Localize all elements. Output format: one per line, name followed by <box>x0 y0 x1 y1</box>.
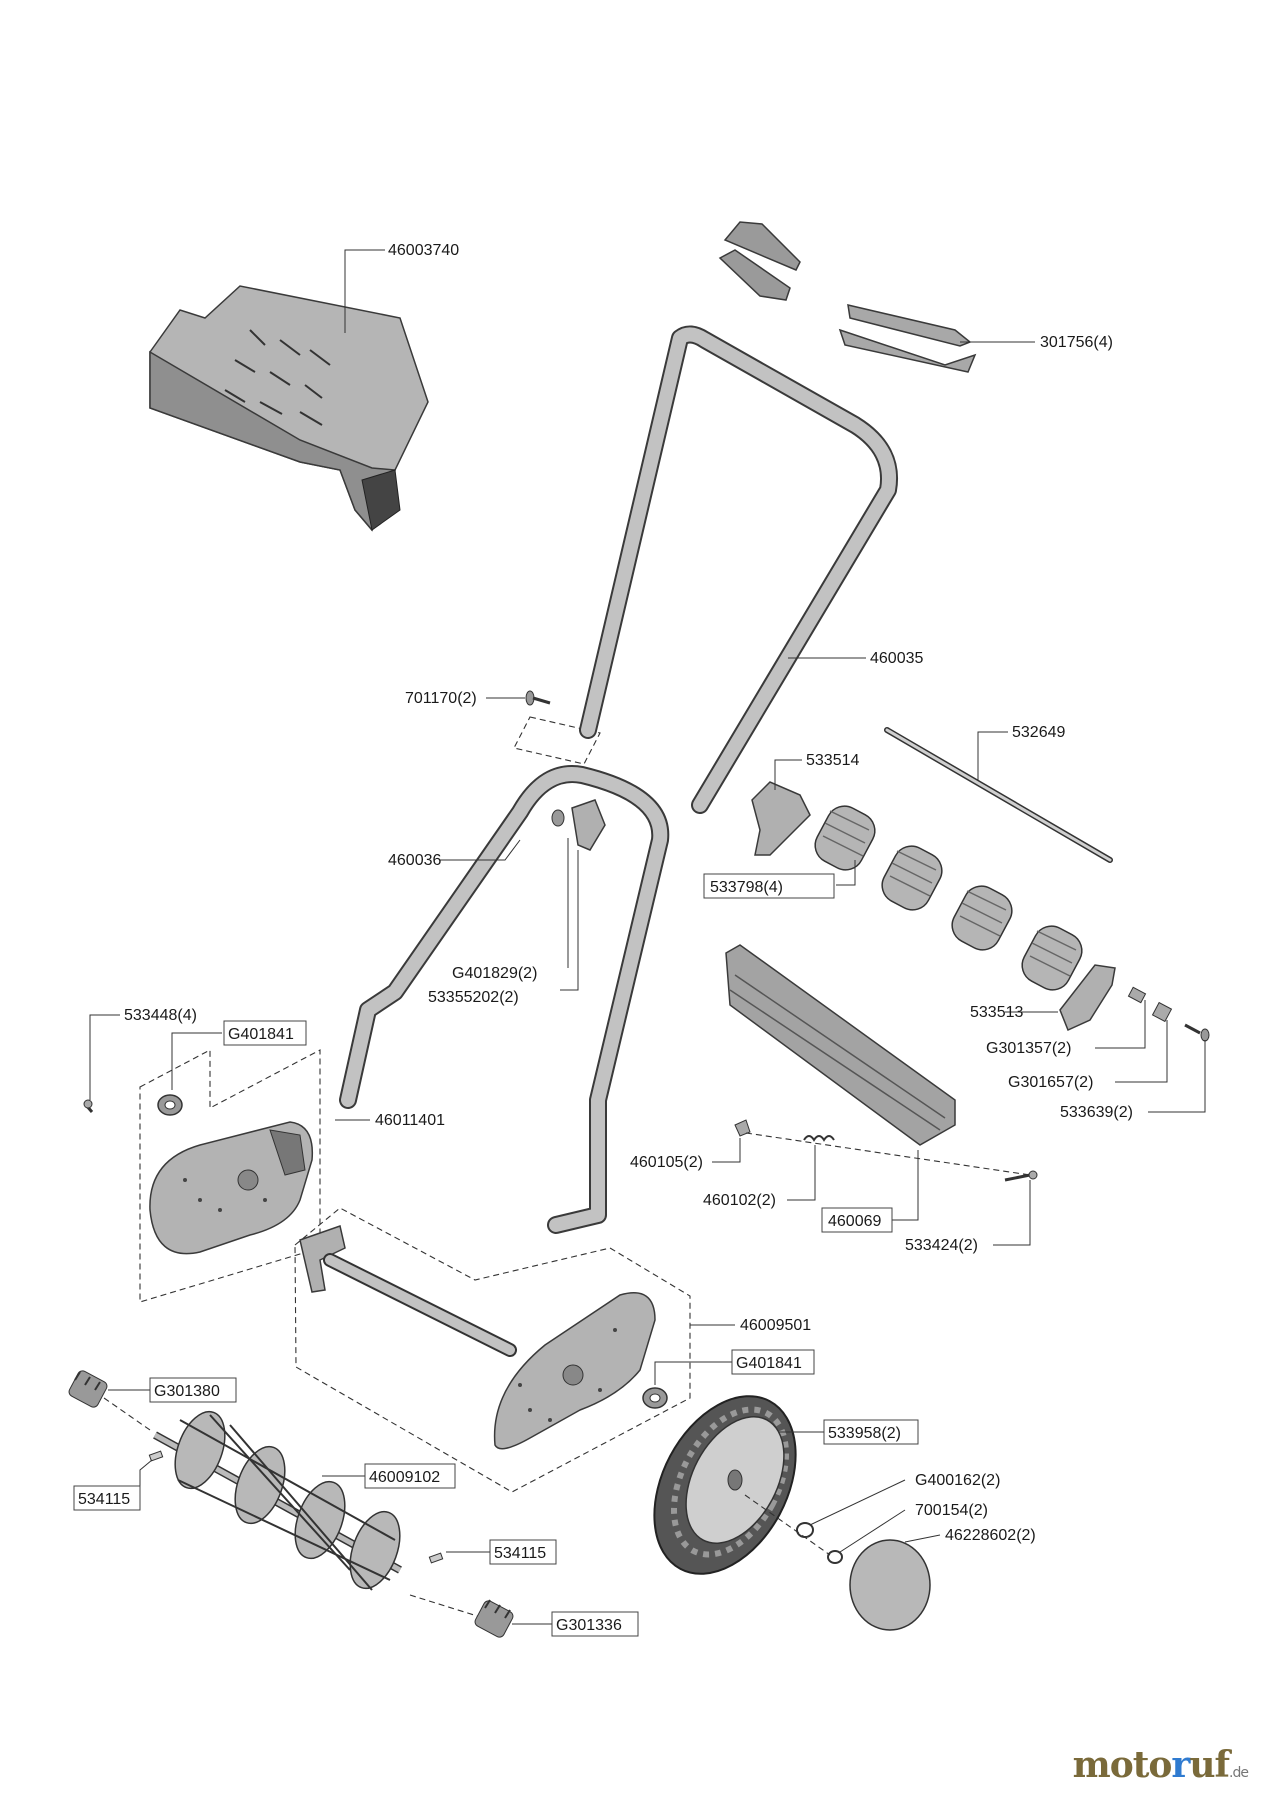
leader-bearing-right <box>654 1361 732 1385</box>
label-adjuster-bolt: 533424(2) <box>905 1237 978 1254</box>
key-left-part <box>148 1450 164 1462</box>
reel-part <box>153 1410 402 1591</box>
leader-grass-box <box>344 249 385 333</box>
roller-bracket-right-part <box>1059 964 1116 1032</box>
label-reel: 46009102 <box>369 1469 440 1486</box>
label-chassis: 46009501 <box>740 1317 811 1334</box>
label-box-pinion-left <box>149 1377 237 1403</box>
label-box-bottom-blade <box>821 1207 893 1233</box>
label-box-wheel <box>823 1419 919 1445</box>
leader-hubcap <box>904 1534 941 1543</box>
leader-screw-b <box>1148 1040 1206 1113</box>
adjuster-parts <box>734 1119 1038 1182</box>
watermark-tld: .de <box>1229 1765 1249 1781</box>
leader-clamp <box>560 850 579 991</box>
bolt-upper-part <box>525 690 551 706</box>
leader-bottom-blade <box>892 1150 919 1221</box>
hubcap-part <box>849 1539 931 1631</box>
leader-roller-segments <box>836 860 856 886</box>
leader-screw-a <box>1095 1000 1146 1049</box>
label-box-pinion-right <box>551 1611 639 1637</box>
label-lower-handle: 460036 <box>388 852 441 869</box>
label-bottom-blade: 460069 <box>828 1213 881 1230</box>
leader-washer-wheel <box>809 1479 906 1526</box>
chassis-assembly-outline <box>294 1207 691 1493</box>
upper-handle-part <box>579 325 898 814</box>
leader-lower-handle <box>440 839 521 861</box>
label-bearing-left: G401841 <box>228 1026 294 1043</box>
handle-grip-parts <box>718 221 977 373</box>
label-side-plate-left: 46011401 <box>375 1112 445 1129</box>
label-hubcap: 46228602(2) <box>945 1527 1036 1544</box>
label-roller-bracket-left: 533514 <box>806 752 859 769</box>
label-roller-segments: 533798(4) <box>710 879 783 896</box>
lower-handle-part <box>339 765 670 1234</box>
bottom-blade-part <box>725 944 956 1146</box>
label-washer-wheel: G400162(2) <box>915 1472 1000 1489</box>
watermark-rest: uf <box>1189 1744 1230 1786</box>
label-rod: 532649 <box>1012 724 1065 741</box>
side-plate-left-part <box>149 1121 314 1255</box>
roller-bracket-left-part <box>751 781 811 856</box>
key-right-part <box>428 1552 444 1564</box>
label-upper-handle: 460035 <box>870 650 923 667</box>
leader-adjuster-nut <box>712 1138 741 1163</box>
clamp-part <box>551 799 606 851</box>
rod-part <box>884 727 1113 863</box>
side-plate-assembly-outline <box>139 1049 321 1303</box>
label-nut-washer: G401829(2) <box>452 965 537 982</box>
label-box-bearing-right <box>731 1349 815 1375</box>
label-pinion-left: G301380 <box>154 1383 220 1400</box>
label-bolt-upper: 701170(2) <box>405 690 477 707</box>
leader-spring <box>787 1145 816 1201</box>
label-clamp: 53355202(2) <box>428 989 519 1006</box>
wheel-washer-and-clip-part <box>744 1494 843 1564</box>
leader-roller-bracket-left <box>774 759 802 790</box>
leader-adjuster-bolt <box>993 1180 1031 1246</box>
label-box-bearing-left <box>223 1020 307 1046</box>
label-spring: 460102(2) <box>703 1192 776 1209</box>
label-box-roller-segments <box>703 873 835 899</box>
label-screw-b: 533639(2) <box>1060 1104 1133 1121</box>
label-box-reel <box>364 1463 456 1489</box>
leader-screw-side <box>89 1014 120 1100</box>
label-screw-a: G301357(2) <box>986 1040 1071 1057</box>
bearing-right-part <box>642 1387 668 1409</box>
label-grass-box: 46003740 <box>388 242 459 259</box>
leader-spacer <box>1115 1020 1168 1083</box>
roller-screws-part <box>1127 986 1210 1042</box>
leader-key-left <box>139 1459 153 1497</box>
label-pinion-right: G301336 <box>556 1617 622 1634</box>
label-wheel: 533958(2) <box>828 1425 901 1442</box>
grass-box-part <box>149 285 429 532</box>
screw-side-part <box>83 1099 94 1113</box>
label-key-left: 534115 <box>78 1491 130 1508</box>
label-box-key-right <box>489 1539 557 1565</box>
pinion-left-guide <box>103 1397 151 1431</box>
label-box-key-left <box>73 1485 141 1511</box>
leader-bearing-left <box>171 1032 222 1090</box>
wheel-part <box>653 1395 797 1575</box>
watermark-main: moto <box>1072 1744 1173 1786</box>
pinion-left-part <box>68 1370 108 1408</box>
label-screw-side: 533448(4) <box>124 1007 197 1024</box>
roller-segments-part <box>814 805 1083 991</box>
bearing-left-part <box>157 1094 183 1116</box>
label-clip: 700154(2) <box>915 1502 988 1519</box>
label-roller-bracket-right: 533513 <box>970 1004 1023 1021</box>
leader-clip <box>839 1509 906 1553</box>
watermark-accent: r <box>1171 1744 1190 1786</box>
watermark-logo: motoruf.de <box>1072 1744 1249 1786</box>
label-handle-grip: 301756(4) <box>1040 334 1113 351</box>
label-spacer: G301657(2) <box>1008 1074 1093 1091</box>
pinion-right-part <box>409 1594 514 1638</box>
label-bearing-right: G401841 <box>736 1355 802 1372</box>
lower-handle-connection-outline <box>513 716 601 765</box>
label-key-right: 534115 <box>494 1545 546 1562</box>
label-adjuster-nut: 460105(2) <box>630 1154 703 1171</box>
leader-rod <box>977 731 1008 780</box>
chassis-part <box>299 1225 656 1450</box>
